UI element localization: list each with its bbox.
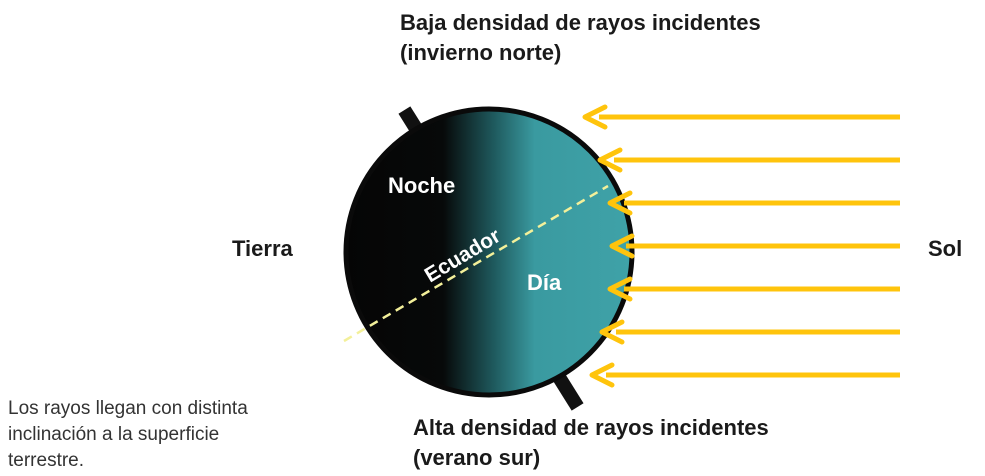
sun-ray-arrow <box>609 233 900 259</box>
sun-ray-arrow <box>607 276 900 302</box>
sun-ray-arrow <box>599 319 900 345</box>
night-label: Noche <box>388 173 455 198</box>
day-label: Día <box>527 270 562 295</box>
sun-ray-arrow <box>607 190 900 216</box>
sun-ray-arrow <box>597 147 900 173</box>
top-caption: Baja densidad de rayos incidentes (invie… <box>400 10 761 65</box>
bottom-caption: Alta densidad de rayos incidentes (veran… <box>413 415 769 470</box>
sun-rays <box>582 104 900 388</box>
sun-label: Sol <box>928 236 963 261</box>
earth-globe <box>343 106 635 398</box>
explanation-note: Los rayos llegan con distinta inclinació… <box>8 398 248 471</box>
earth-label: Tierra <box>232 236 293 261</box>
sun-ray-arrow <box>582 104 900 130</box>
sun-ray-arrow <box>589 362 900 388</box>
equator-line <box>343 184 609 343</box>
